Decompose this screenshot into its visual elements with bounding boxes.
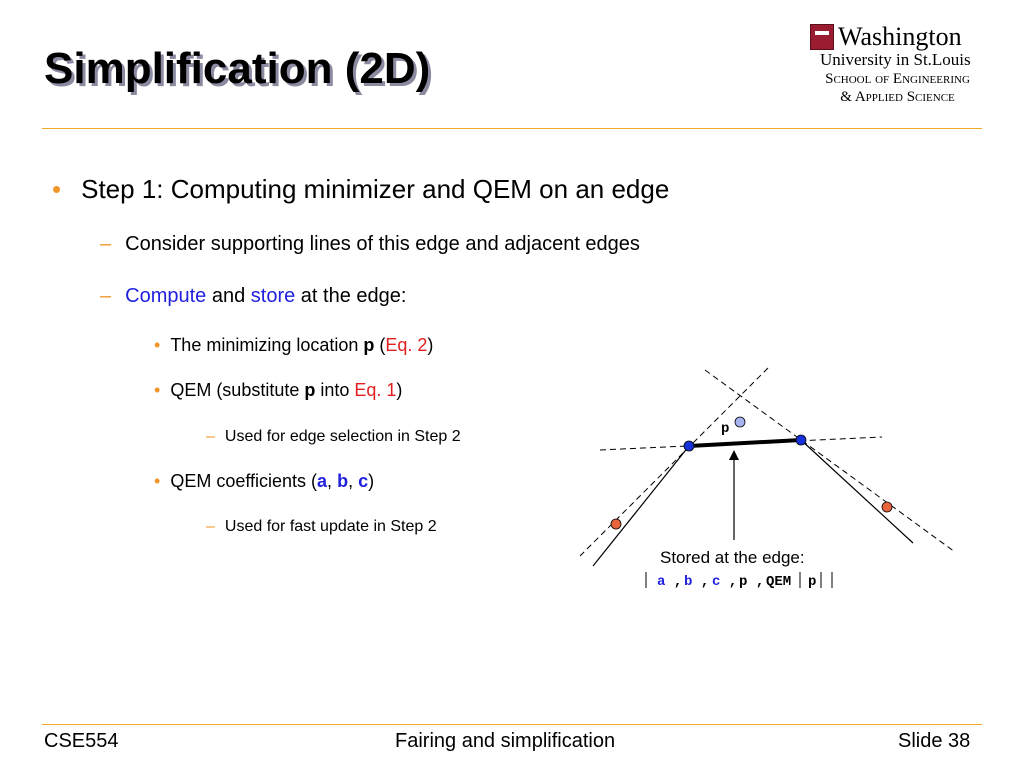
footer-course: CSE554 xyxy=(44,730,119,752)
bullet-level3-1: • The minimizing location p (Eq. 2) xyxy=(154,335,433,356)
arrow-head-icon xyxy=(729,450,739,460)
store-word: store xyxy=(250,285,296,307)
bullet-level1: • Step 1: Computing minimizer and QEM on … xyxy=(52,174,669,205)
point-label: p xyxy=(721,421,729,437)
dash-icon: – xyxy=(206,518,215,535)
p-symbol: p xyxy=(363,335,375,355)
and-word: and xyxy=(206,285,251,307)
dash-icon: – xyxy=(100,285,112,307)
dash-icon: – xyxy=(206,428,215,445)
adjacent-edge-right xyxy=(800,439,914,544)
text: ) xyxy=(396,380,403,400)
stored-values: a , b , c , p , QEM p xyxy=(657,574,816,590)
text: The minimizing location xyxy=(170,335,364,355)
center-edge xyxy=(688,438,802,448)
comma: , xyxy=(674,574,682,590)
bullet-level3-3: • QEM coefficients (a, b, c) xyxy=(154,471,374,492)
bullet-level2-1: –Consider supporting lines of this edge … xyxy=(100,233,640,256)
edge-vertex-left xyxy=(683,440,695,452)
c-symbol: c xyxy=(358,471,369,491)
text: QEM (substitute xyxy=(170,380,305,400)
bullet-level4-2: –Used for fast update in Step 2 xyxy=(206,518,437,536)
bullet-dot-icon: • xyxy=(154,380,161,400)
comma: , xyxy=(729,574,737,590)
text: ) xyxy=(368,471,375,491)
stored-qem: QEM xyxy=(766,574,791,590)
supporting-line-left xyxy=(579,367,769,557)
eq2-link: Eq. 2 xyxy=(385,335,428,355)
a-symbol: a xyxy=(317,471,328,491)
bullet-text: Consider supporting lines of this edge a… xyxy=(125,233,640,255)
text: into xyxy=(315,380,355,400)
text: , xyxy=(348,471,359,491)
bullet-dot-icon: • xyxy=(154,335,161,355)
logo-school: School of Engineering xyxy=(825,71,970,87)
neighbor-vertex-left xyxy=(610,518,622,530)
text: ( xyxy=(374,335,386,355)
text: , xyxy=(327,471,338,491)
at-edge-text: at the edge: xyxy=(295,285,407,307)
eq1-link: Eq. 1 xyxy=(354,380,397,400)
edge-vertex-right xyxy=(795,434,807,446)
stored-p: p xyxy=(739,574,747,590)
bullet-dot-icon: • xyxy=(154,471,161,491)
bullet-text: Used for edge selection in Step 2 xyxy=(224,428,461,445)
bullet-level2-2: –Compute and store at the edge: xyxy=(100,285,406,308)
shield-icon xyxy=(810,24,834,50)
footer-topic: Fairing and simplification xyxy=(395,730,616,752)
p-symbol: p xyxy=(304,380,316,400)
header-rule xyxy=(42,128,982,129)
logo-washington: Washington xyxy=(838,22,962,51)
stored-a: a xyxy=(657,574,666,590)
footer-rule xyxy=(42,724,982,725)
bullet-text: Used for fast update in Step 2 xyxy=(224,518,437,535)
stored-caption: Stored at the edge: xyxy=(660,548,805,567)
text: ) xyxy=(427,335,434,355)
logo-applied-science: & Applied Science xyxy=(840,89,955,105)
minimizer-point xyxy=(734,416,746,428)
logo-university: University in St.Louis xyxy=(820,50,971,69)
slide-title: Simplification (2D) xyxy=(44,44,431,93)
bullet-level3-2: • QEM (substitute p into Eq. 1) xyxy=(154,380,402,401)
stored-b: b xyxy=(684,574,692,590)
neighbor-vertex-right xyxy=(881,501,893,513)
supporting-line-right xyxy=(704,369,956,553)
stored-c: c xyxy=(712,574,720,590)
footer-slide-number: Slide 38 xyxy=(898,730,971,752)
bullet-text: Step 1: Computing minimizer and QEM on a… xyxy=(81,174,670,204)
compute-word: Compute xyxy=(125,285,207,307)
bullet-dot-icon: • xyxy=(52,174,62,204)
stored-p2: p xyxy=(808,574,816,590)
comma: , xyxy=(756,574,764,590)
bullet-level4-1: –Used for edge selection in Step 2 xyxy=(206,428,461,446)
text: QEM coefficients ( xyxy=(170,471,318,491)
dash-icon: – xyxy=(100,233,112,255)
b-symbol: b xyxy=(337,471,349,491)
university-logo: Washington University in St.Louis School… xyxy=(810,24,985,116)
adjacent-edge-left xyxy=(592,445,690,567)
comma: , xyxy=(701,574,709,590)
